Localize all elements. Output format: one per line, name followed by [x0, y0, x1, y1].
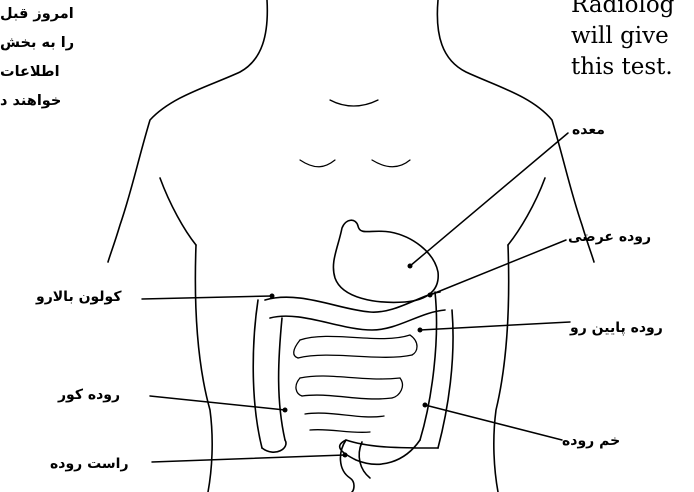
label-sigmoid-colon: خم روده: [562, 432, 620, 450]
label-transverse-colon: روده عرضی: [568, 228, 651, 246]
leader-lines: [142, 133, 570, 462]
label-rectum: راست روده: [50, 455, 129, 473]
large-intestine: [253, 292, 453, 492]
label-stomach: معده: [572, 121, 605, 139]
stomach-organ: [333, 220, 438, 302]
label-ascending-colon: کولون بالارو: [36, 288, 121, 306]
torso-outline: [108, 0, 594, 492]
label-dots: [270, 264, 433, 458]
label-cecum: روده کور: [58, 386, 120, 404]
small-intestine: [294, 335, 417, 432]
label-descending-colon: روده پایین رو: [570, 319, 663, 337]
